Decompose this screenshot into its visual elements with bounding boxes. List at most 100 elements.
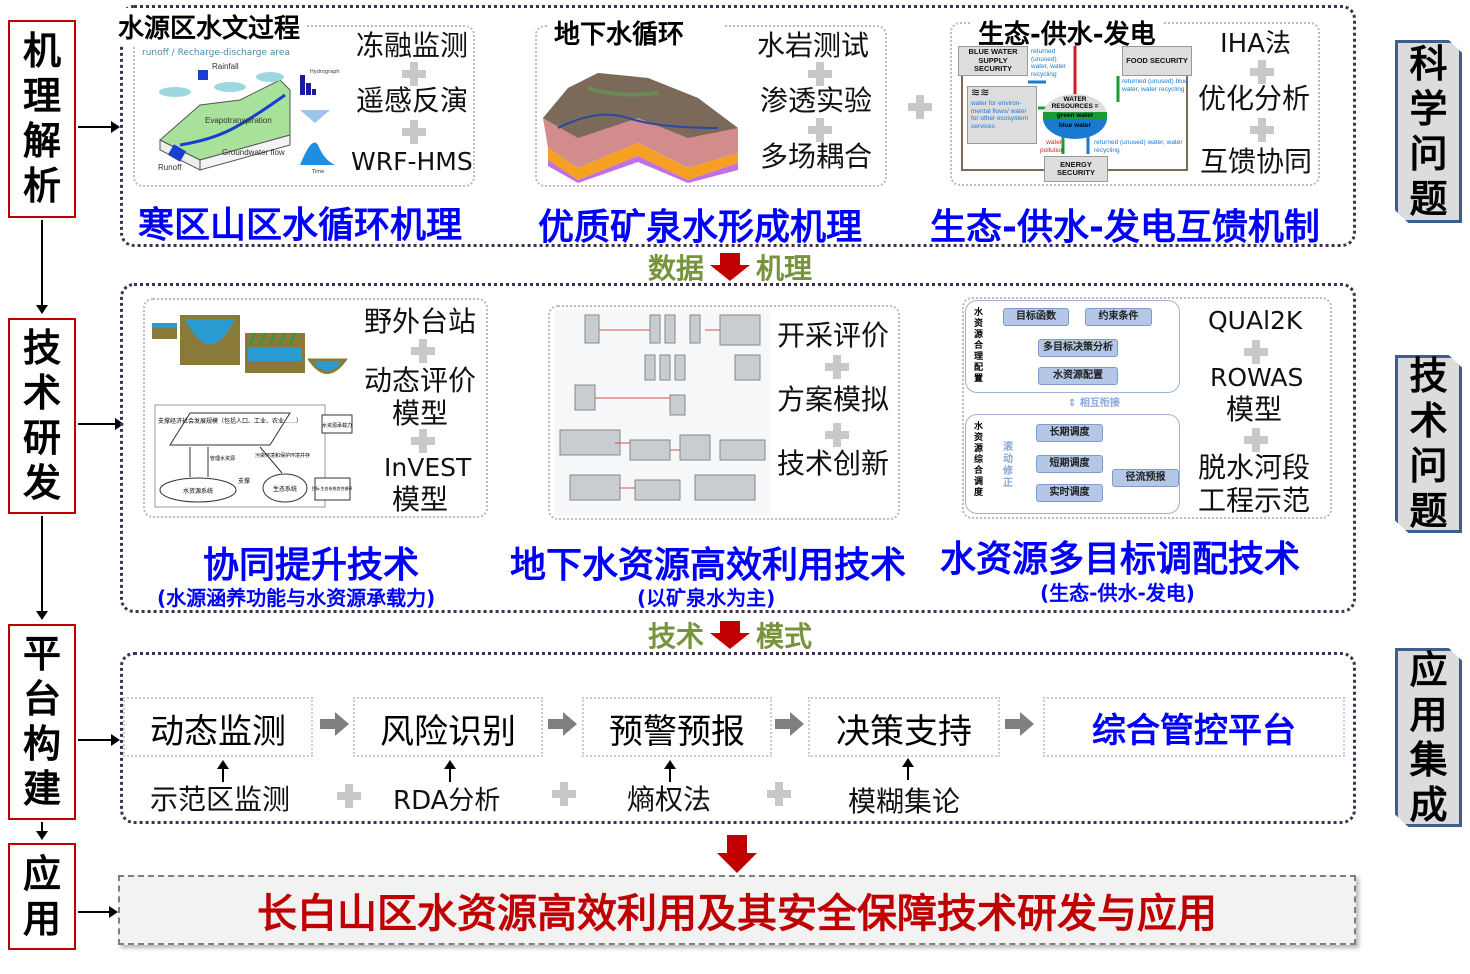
separator-left: 技术 (648, 620, 705, 653)
flow-arrow-right (78, 121, 120, 133)
blue-water-supply-security-box: BLUE WATER SUPPLY SECURITY (958, 46, 1028, 76)
char: 技 (22, 326, 61, 370)
panel-title: 水源区水文过程 (116, 8, 307, 45)
method-item: 野外台站 (364, 305, 477, 338)
method-item: 模型 (392, 397, 449, 430)
constraints-box: 约束条件 (1085, 308, 1152, 326)
plus-icon (552, 782, 576, 806)
method-item: InVEST (384, 453, 472, 482)
technology-sublabel: (以矿泉水为主) (637, 586, 776, 610)
separator-right: 模式 (756, 620, 813, 653)
method-item: IHA法 (1220, 29, 1292, 59)
plus-icon (808, 62, 832, 86)
method-item: 互馈协同 (1200, 145, 1313, 178)
char: 问 (1409, 444, 1448, 488)
plus-icon (411, 429, 435, 453)
stage-early-warning: 预警预报 (582, 697, 772, 757)
char: 台 (22, 677, 61, 721)
flow-arrow-down (36, 220, 48, 314)
mechanism-label: 优质矿泉水形成机理 (538, 207, 863, 248)
technology-label: 水资源多目标调配技术 (940, 539, 1301, 580)
gray-arrow-right-icon (320, 712, 350, 736)
svg-text:支撑: 支撑 (238, 477, 250, 485)
blue-water-label: blue water (1058, 122, 1092, 129)
method-item: 渗透实验 (760, 84, 873, 117)
returned-water-note: returned (unused) water, water recycling (1031, 48, 1067, 78)
rolling-correction-label: 滚动修正 (1003, 442, 1013, 489)
svg-text:目标:生态系统良性循环: 目标:生态系统良性循环 (311, 485, 352, 491)
mineral-water-production-line-image (555, 310, 770, 515)
side-label-platform: 平台构建 (8, 624, 76, 820)
char: 成 (1409, 782, 1448, 827)
method-item: ROWAS (1210, 363, 1304, 392)
char: 问 (1409, 131, 1448, 176)
stage-risk-identification: 风险识别 (353, 697, 543, 757)
char: 研 (22, 416, 61, 460)
char: 术 (1409, 399, 1448, 443)
platform-frame (120, 652, 1356, 824)
char: 解 (22, 119, 61, 163)
technology-frame (120, 283, 1356, 613)
dispatch-group (965, 414, 1180, 514)
panel-title: 生态-供水-发电 (972, 14, 1162, 51)
svg-text:Time: Time (311, 169, 324, 175)
up-arrow-icon (664, 760, 676, 782)
svg-text:Runoff: Runoff (158, 163, 182, 172)
plus-icon (808, 118, 832, 142)
method-item: 脱水河段 (1198, 451, 1311, 484)
up-arrow-icon (217, 760, 229, 782)
plus-icon (411, 339, 435, 363)
plus-icon (402, 62, 426, 86)
char: 科 (1409, 41, 1448, 86)
mechanism-label: 生态-供水-发电互馈机制 (930, 207, 1320, 248)
up-arrow-icon (902, 758, 914, 780)
water-resources-label: WATER RESOURCES = (1051, 96, 1099, 110)
red-down-arrow-icon (717, 835, 757, 875)
dispatch-side-label: 水资源综合调度 (974, 422, 984, 498)
char: 用 (1409, 692, 1448, 737)
side-label-tech-questions: 技术问题 (1395, 355, 1462, 533)
interlink-label: ⇕ 相互衔接 (1068, 398, 1120, 409)
hydrology-process-image: runoff / Recharge-discharge area Rainfal… (140, 45, 345, 175)
interlink-text: 相互衔接 (1079, 398, 1120, 409)
final-goal-banner: 长白山区水资源高效利用及其安全保障技术研发与应用 (118, 875, 1356, 945)
plus-icon (908, 95, 932, 119)
side-label-tech-rd: 技术研发 (8, 318, 76, 514)
panel-title: 地下水循环 (548, 14, 725, 51)
plus-icon (767, 782, 791, 806)
method-rda: RDA分析 (393, 786, 501, 816)
allocation-group (965, 300, 1180, 393)
method-item: 技术创新 (777, 447, 890, 480)
method-demo-monitoring: 示范区监测 (150, 783, 291, 816)
water-conservation-capacity-image: 支撑经济社会发展规模（包括人口、工业、农业……） 水资源承载力 水资源系统 生态… (150, 305, 360, 515)
method-entropy-weight: 熵权法 (627, 783, 712, 816)
char: 学 (1409, 86, 1448, 131)
method-item: 水岩测试 (757, 29, 870, 62)
char: 机 (22, 29, 61, 73)
food-security-box: FOOD SECURITY (1122, 46, 1192, 76)
technology-label: 地下水资源高效利用技术 (510, 545, 907, 586)
runoff-forecast-box: 径流预报 (1112, 469, 1179, 487)
svg-text:水资源系统: 水资源系统 (183, 487, 213, 495)
gray-arrow-right-icon (775, 712, 805, 736)
side-label-application-integration: 应用集成 (1395, 648, 1462, 827)
mechanism-frame (120, 5, 1356, 247)
char: 理 (22, 74, 61, 118)
plus-icon (1250, 118, 1274, 142)
method-item: 模型 (1226, 393, 1283, 426)
char: 集 (1409, 737, 1448, 782)
red-down-arrow-icon (710, 621, 751, 649)
side-label-mechanism: 机理解析 (8, 20, 76, 218)
up-arrow-icon (444, 760, 456, 782)
char: 应 (22, 851, 61, 896)
separator-right: 机理 (756, 252, 813, 285)
method-item: 冻融监测 (356, 29, 469, 62)
multi-objective-analysis-box: 多目标决策分析 (1038, 339, 1118, 357)
technology-label: 协同提升技术 (203, 545, 420, 586)
flow-arrow-down (36, 822, 48, 840)
gray-arrow-right-icon (1005, 712, 1035, 736)
integrated-control-platform: 综合管控平台 (1043, 697, 1345, 757)
objective-function-box: 目标函数 (1003, 308, 1069, 326)
char: 用 (22, 896, 61, 941)
gray-arrow-right-icon (548, 712, 578, 736)
